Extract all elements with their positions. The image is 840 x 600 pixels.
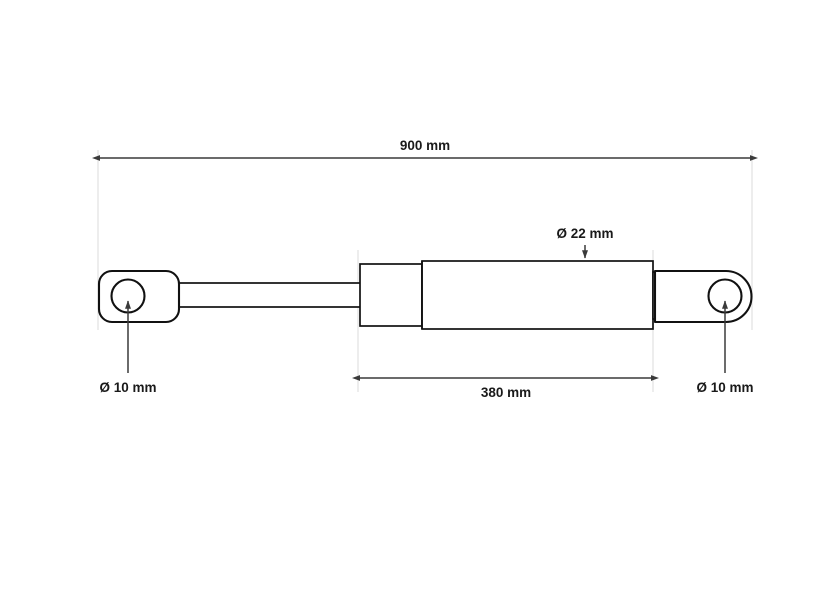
dimension-label-eyelet-bore-left: Ø 10 mm bbox=[99, 380, 156, 395]
cylinder-body bbox=[421, 260, 654, 330]
dimension-label-eyelet-bore-right: Ø 10 mm bbox=[696, 380, 753, 395]
dimension-overall-length: 900 mm bbox=[92, 138, 758, 161]
gas-spring-part bbox=[97, 260, 753, 330]
piston-rod bbox=[169, 282, 367, 308]
callout-cylinder-diameter: Ø 22 mm bbox=[556, 226, 614, 259]
seal-collar bbox=[359, 263, 423, 327]
callout-right-bore: Ø 10 mm bbox=[696, 300, 754, 395]
dimension-label-overall-length: 900 mm bbox=[400, 138, 450, 153]
dimension-body-length: 380 mm bbox=[352, 375, 659, 400]
dimension-label-cylinder-diameter: Ø 22 mm bbox=[556, 226, 613, 241]
dimension-label-body-length: 380 mm bbox=[481, 385, 531, 400]
callout-left-bore: Ø 10 mm bbox=[99, 300, 157, 395]
